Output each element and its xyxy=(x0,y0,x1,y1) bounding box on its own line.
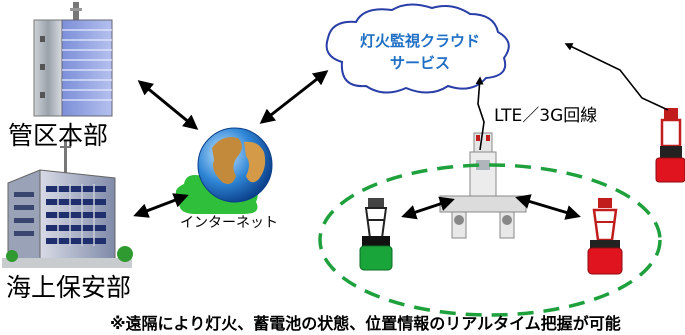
cloud-service-label-line2: サービス xyxy=(389,54,450,72)
coast-guard-office-label: 海上保安部 xyxy=(6,273,132,302)
internet-globe-icon xyxy=(175,127,273,214)
cloud-service-label-line1: 灯火監視クラウド xyxy=(359,32,480,50)
regional-hq-building-icon xyxy=(33,2,113,117)
monitoring-station-icon xyxy=(439,132,527,239)
station-cloud-lte-link xyxy=(475,76,485,151)
green-buoy-station-arrow xyxy=(401,196,455,220)
remote-red-buoy-icon xyxy=(655,108,685,183)
buoy-group-ring xyxy=(318,163,662,317)
cloud-service-label: 灯火監視クラウド サービス xyxy=(350,30,490,74)
regional-hq-label: 管区本部 xyxy=(8,121,109,150)
coast-guard-office-building-icon xyxy=(2,140,133,268)
station-red-buoy-arrow xyxy=(515,194,581,220)
office-internet-arrow xyxy=(133,193,189,218)
red-buoy-icon xyxy=(587,198,623,275)
internet-cloud-arrow xyxy=(259,70,329,124)
footer-caption: ※遠隔により灯火、蓄電池の状態、位置情報のリアルタイム把握が可能 xyxy=(110,314,621,333)
internet-label: インターネット xyxy=(180,215,278,231)
remote-buoy-cloud-lte-link xyxy=(564,43,669,111)
lte-3g-line-label: LTE／3G回線 xyxy=(494,106,598,126)
hq-internet-arrow xyxy=(137,80,199,130)
cloud-service-icon xyxy=(325,3,510,94)
green-buoy-icon xyxy=(359,198,393,271)
